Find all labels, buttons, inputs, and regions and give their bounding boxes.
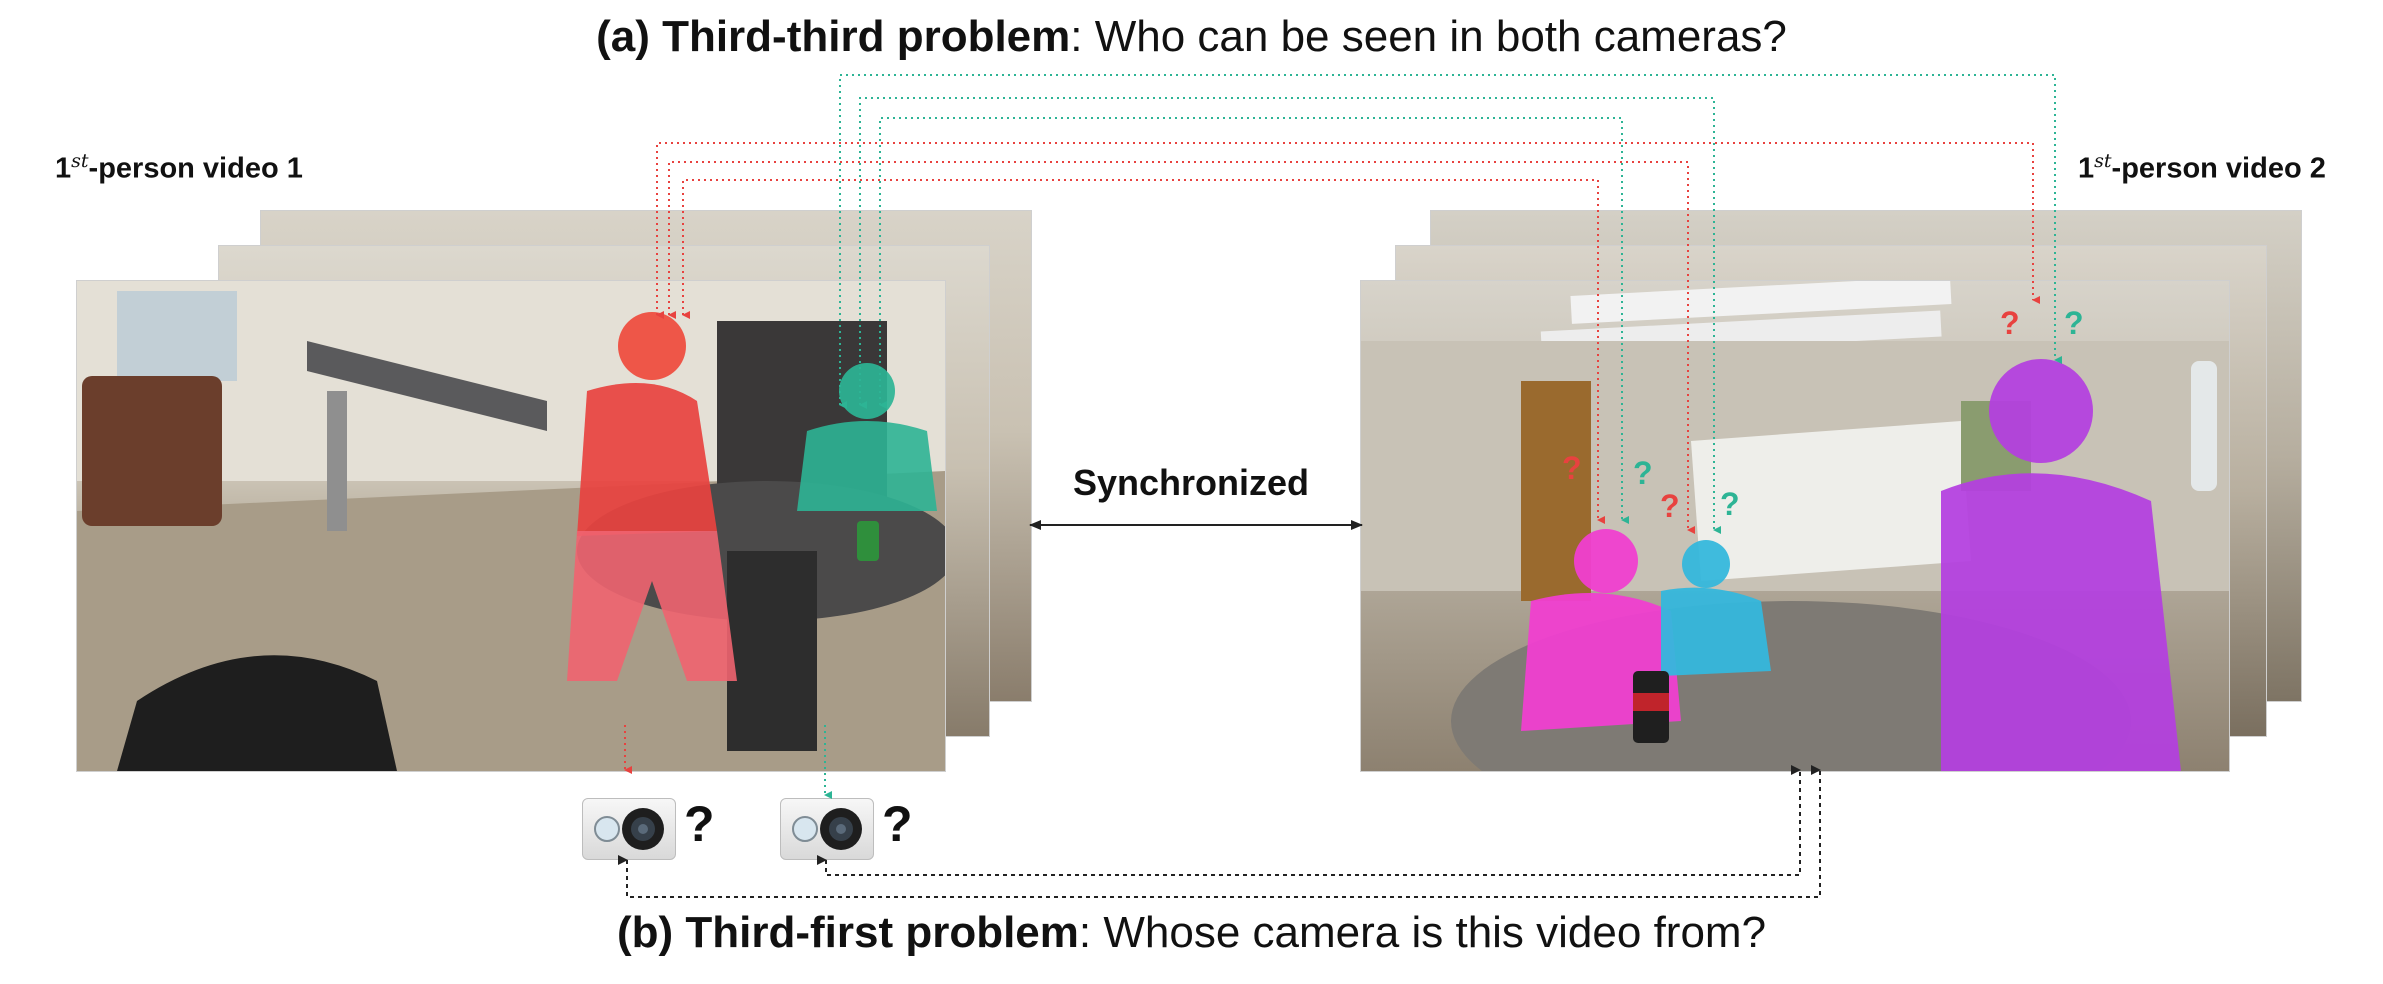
red-connectors xyxy=(624,142,2040,774)
video2-label-base: 1 xyxy=(2078,152,2095,185)
video1-label-base: 1 xyxy=(55,152,72,185)
title-third-first: (b) Third-first problem: Whose camera is… xyxy=(0,908,2383,958)
title-third-first-bold: (b) Third-first problem xyxy=(616,908,1079,957)
purple-person-mask xyxy=(1941,359,2181,771)
title-third-third: (a) Third-third problem: Who can be seen… xyxy=(0,12,2383,62)
question-mark-icon-teal-3: ? xyxy=(2064,305,2084,341)
video1-label-sup: st xyxy=(71,150,89,172)
video1-label: 1st-person video 1 xyxy=(55,150,303,186)
video2-label-rest: -person video 2 xyxy=(2111,152,2326,185)
teal-connectors xyxy=(824,74,2062,799)
camera-connectors xyxy=(618,765,1821,898)
cyan-person-mask xyxy=(1661,540,1771,676)
video2-label: 1st-person video 2 xyxy=(2078,150,2326,186)
title-third-third-bold: (a) Third-third problem xyxy=(596,12,1071,61)
title-third-first-rest: : Whose camera is this video from? xyxy=(1078,908,1767,957)
question-mark-icon-teal-2: ? xyxy=(1720,486,1740,522)
video2-label-sup: st xyxy=(2094,150,2112,172)
video1-label-rest: -person video 1 xyxy=(88,152,303,185)
title-third-third-rest: : Who can be seen in both cameras? xyxy=(1070,12,1787,61)
